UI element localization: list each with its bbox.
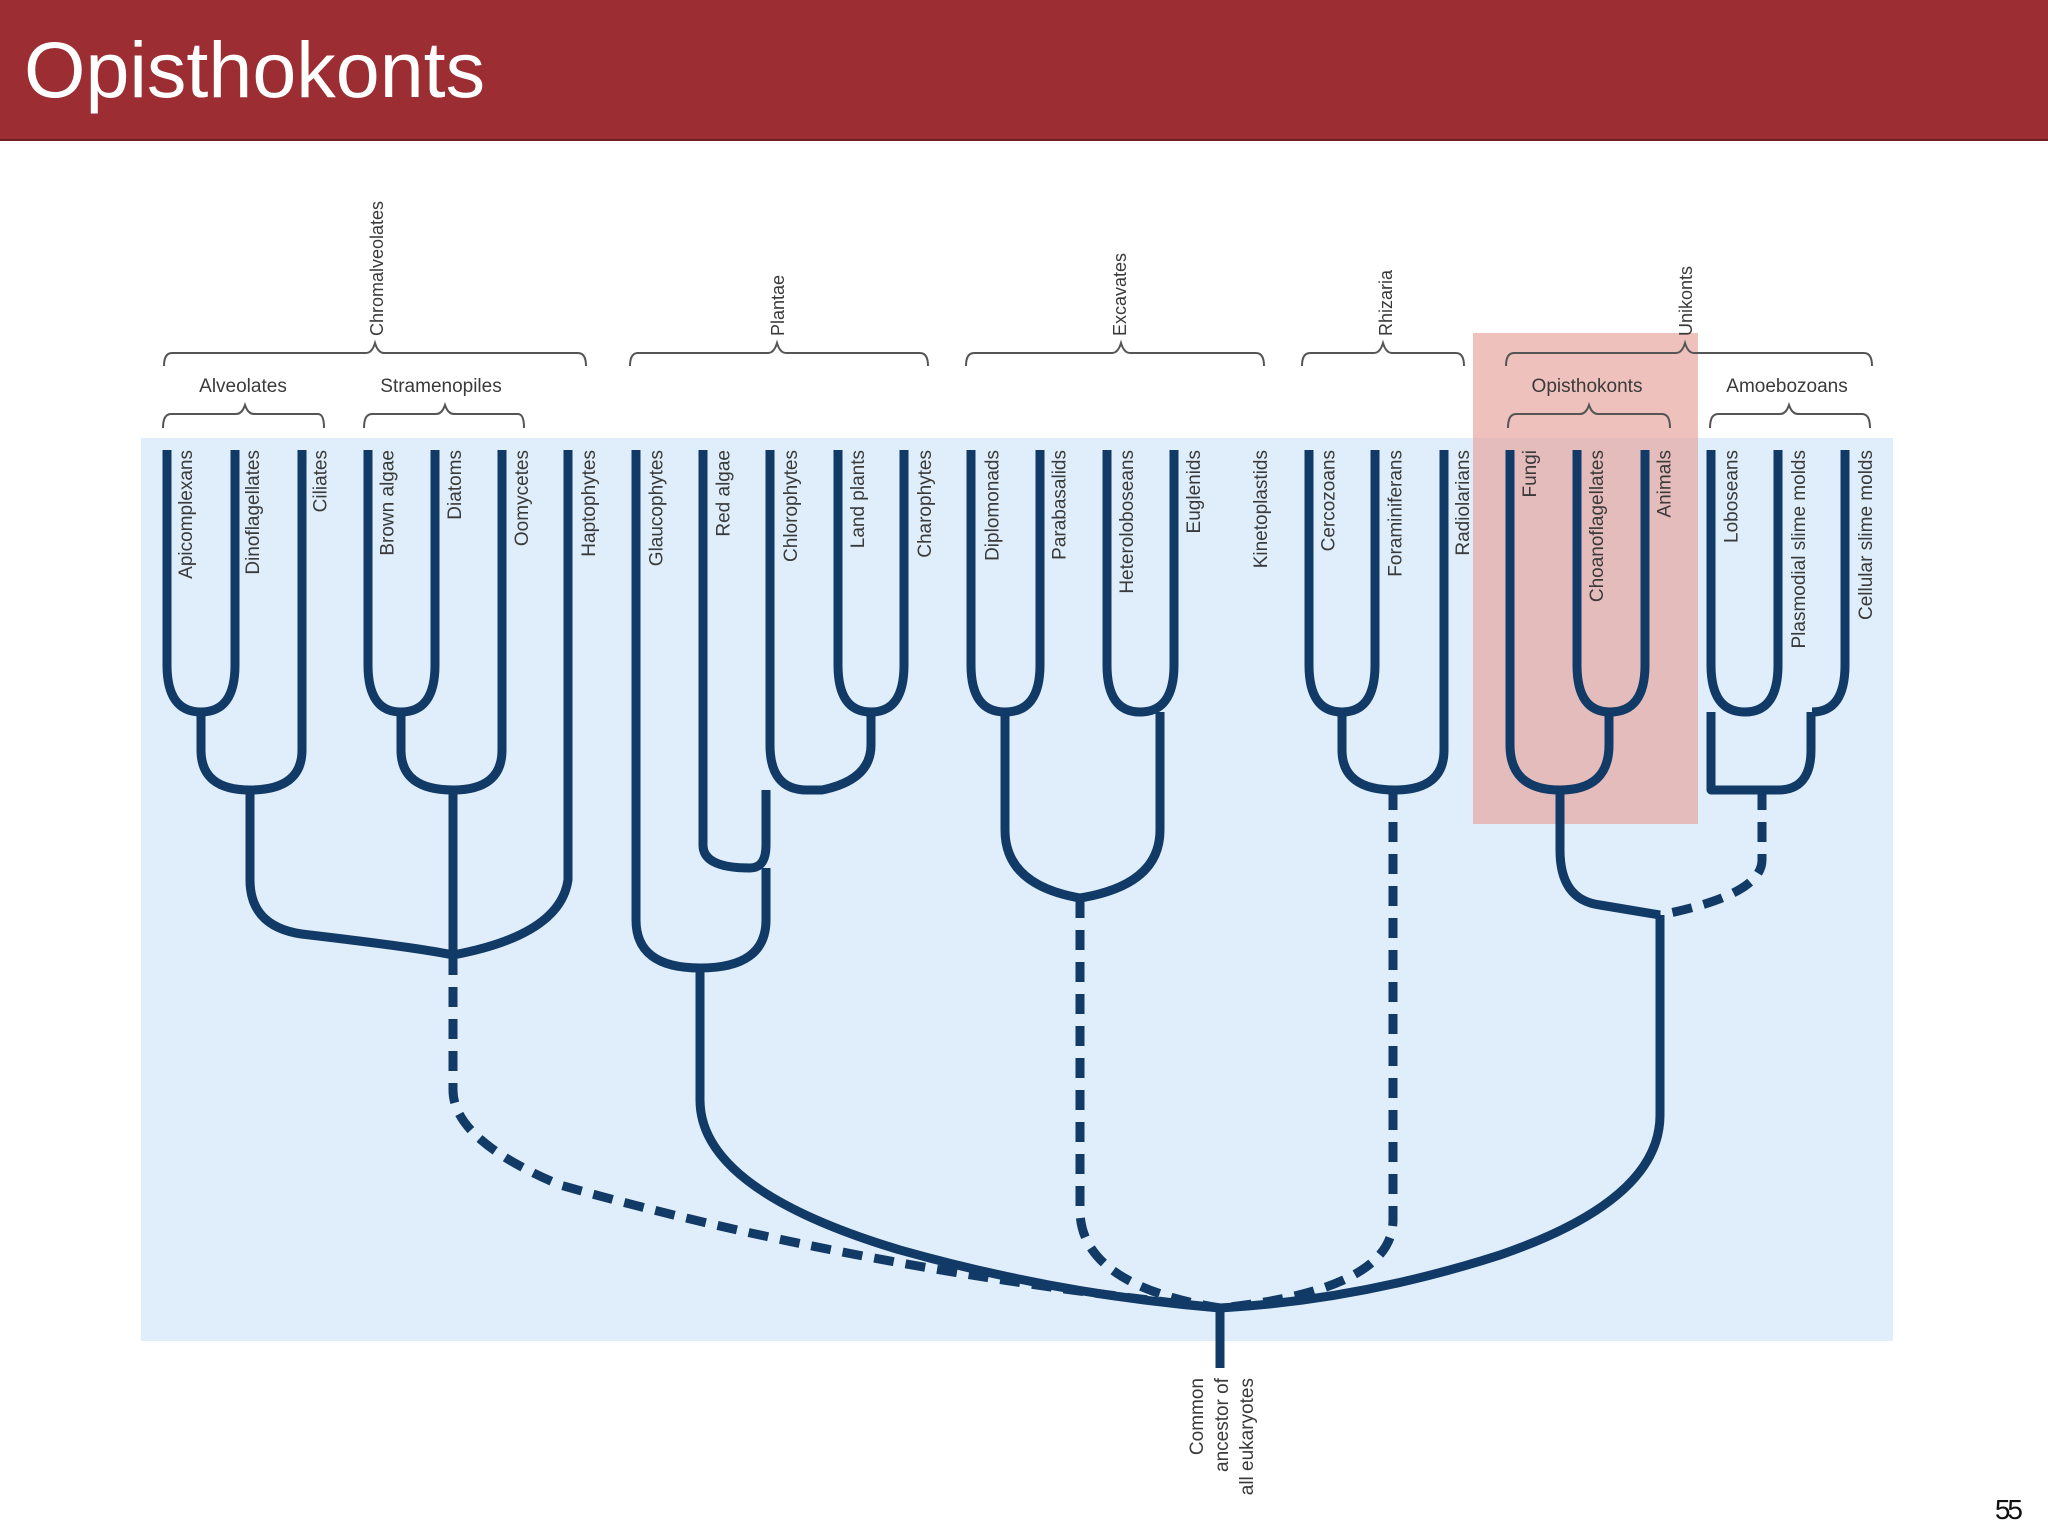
solid-branches [162,450,1850,1368]
subgroup-label-opisthokonts: Opisthokonts [1532,376,1643,397]
root-label-line-2: ancestor of [1212,1377,1233,1472]
taxon-label-parabasalids: Parabasalids [1050,450,1071,560]
taxon-label-dinoflagellates: Dinoflagellates [243,450,264,575]
taxon-label-apicomplexans: Apicomplexans [176,450,197,579]
taxon-label-glaucophytes: Glaucophytes [646,450,667,566]
supergroup-label-unikonts: Unikonts [1676,266,1696,336]
supergroup-label-rhizaria: Rhizaria [1376,269,1396,336]
subgroup-label-alveolates: Alveolates [199,376,287,397]
taxon-label-charophytes: Charophytes [915,450,936,558]
supergroup-label-excavates: Excavates [1110,253,1130,336]
taxon-label-loboseans: Loboseans [1722,450,1743,543]
subgroup-label-stramenopiles: Stramenopiles [380,376,501,397]
taxon-label-euglenids: Euglenids [1184,450,1205,533]
taxon-label-haptophytes: Haptophytes [579,450,600,557]
taxon-label-oomycetes: Oomycetes [512,450,533,546]
title-bar: Opisthokonts [0,0,2048,141]
taxon-label-plasmodial-slime-molds: Plasmodial slime molds [1789,450,1810,649]
taxa-labels: Apicomplexans Dinoflagellates Ciliates Brow… [176,450,1877,649]
dashed-branches [448,790,1767,1313]
root-label-line-1: Common [1187,1378,1208,1455]
taxon-label-cellular-slime-molds: Cellular slime molds [1856,450,1877,620]
taxon-label-foraminiferans: Foraminiferans [1386,450,1407,577]
taxon-label-diplomonads: Diplomonads [982,450,1003,561]
taxon-label-ciliates: Ciliates [310,450,331,512]
supergroup-label-chromalveolates: Chromalveolates [367,201,387,336]
taxon-label-kinetoplastids: Kinetoplastids [1251,450,1272,568]
supergroup-label-plantae: Plantae [768,275,788,336]
root-label-line-3: all eukaryotes [1237,1378,1258,1495]
page-title: Opisthokonts [24,25,486,114]
group-braces [162,339,1873,429]
taxon-label-diatoms: Diatoms [445,450,466,520]
subgroup-labels: Alveolates Stramenopiles Opisthokonts Amoeb… [199,376,1848,397]
taxon-label-cercozoans: Cercozoans [1318,450,1339,551]
taxon-label-land-plants: Land plants [848,450,869,548]
taxon-label-fungi: Fungi [1520,450,1541,498]
taxon-label-choanoflagellates: Choanoflagellates [1587,450,1608,602]
taxon-label-heteroloboseans: Heteroloboseans [1117,450,1138,594]
taxon-label-red-algae: Red algae [714,450,735,537]
taxon-label-brown-algae: Brown algae [378,450,399,556]
taxon-label-radiolarians: Radiolarians [1453,450,1474,556]
taxon-label-chlorophytes: Chlorophytes [781,450,802,562]
taxon-label-animals: Animals [1654,450,1675,518]
subgroup-label-amoebozoans: Amoebozoans [1726,376,1847,397]
slide-number: 55 [1994,1494,2023,1525]
